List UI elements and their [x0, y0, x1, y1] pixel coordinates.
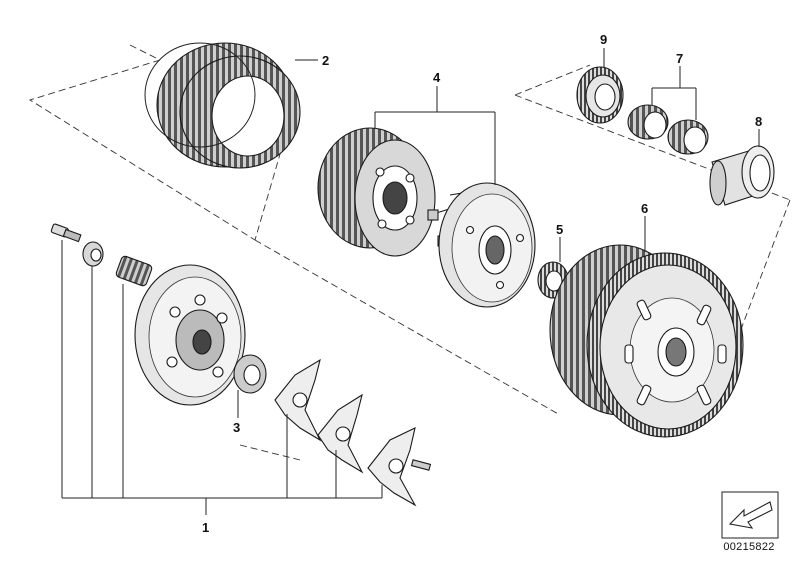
leader-lines — [61, 48, 760, 515]
pressure-disc — [427, 182, 536, 308]
label-part-4: 4 — [433, 70, 441, 85]
label-part-1: 1 — [202, 520, 209, 535]
label-part-8: 8 — [755, 114, 762, 129]
label-part-3: 3 — [233, 420, 240, 435]
pressure-plate — [134, 264, 246, 406]
label-part-7: 7 — [676, 51, 683, 66]
bushing-sleeve — [709, 145, 775, 206]
lock-washer — [233, 354, 267, 394]
spring-cup — [82, 241, 104, 267]
lever-plate-3 — [367, 427, 432, 507]
label-part-6: 6 — [641, 201, 648, 216]
label-part-9: 9 — [600, 32, 607, 47]
needle-bearing-2 — [667, 119, 709, 155]
drive-gear — [576, 66, 624, 124]
clutch-hub — [317, 127, 436, 257]
lever-plate-2 — [317, 393, 364, 474]
view-direction-arrow-icon — [721, 491, 779, 539]
label-part-5: 5 — [556, 222, 563, 237]
needle-bearing-1 — [627, 104, 669, 140]
clutch-plate-stack — [144, 42, 301, 169]
clutch-basket-gear — [549, 244, 744, 438]
label-part-2: 2 — [322, 53, 329, 68]
lever-plate-1 — [274, 358, 322, 442]
clutch-spring — [115, 255, 153, 287]
catalog-number: 00215822 — [723, 541, 775, 553]
bolt — [50, 223, 82, 243]
